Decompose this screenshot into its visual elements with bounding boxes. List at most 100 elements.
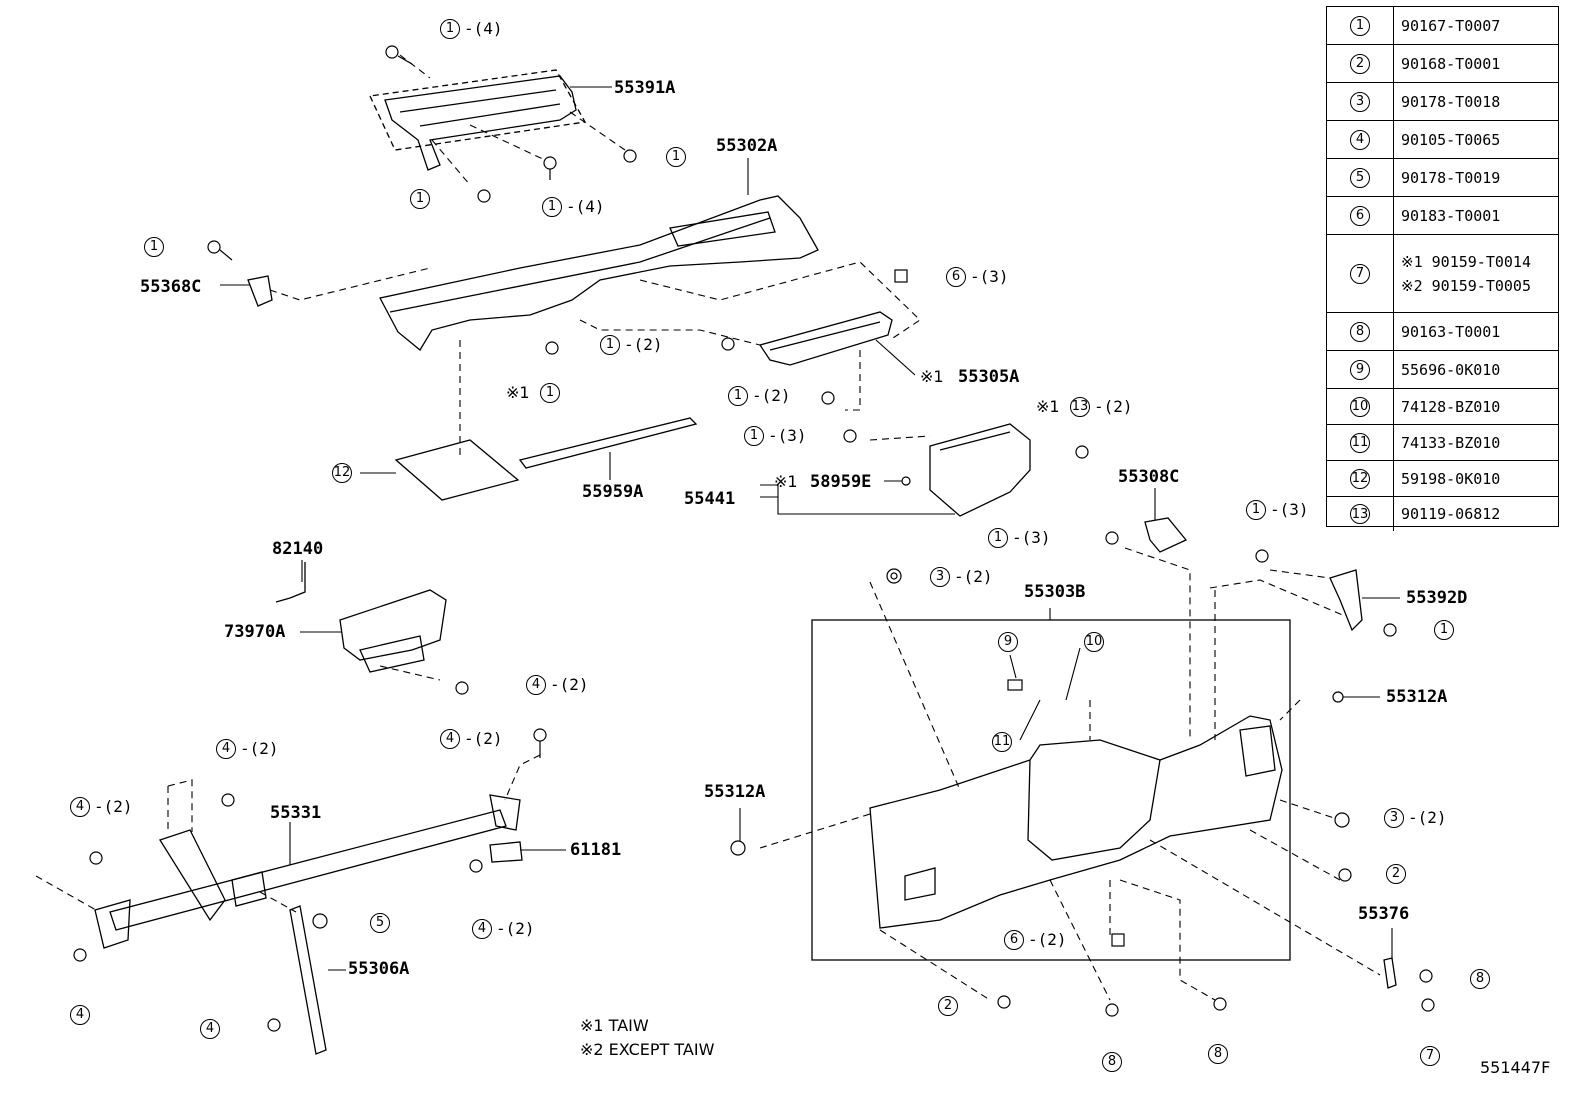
legend-row: 5 90178-T0019 (1327, 159, 1558, 197)
legend-ref-circle: 7 (1350, 263, 1370, 284)
bolt (207, 240, 233, 261)
legend-ref-circle: 10 (1350, 396, 1370, 417)
mark-x1-ref13: ※1 (1036, 397, 1060, 416)
legend-part-number: 90168-T0001 (1401, 54, 1501, 73)
bolt (821, 391, 835, 405)
part-55959A-strip (518, 417, 698, 469)
legend-ref-circle: 5 (1350, 167, 1370, 188)
legend-row: 11 74133-BZ010 (1327, 425, 1558, 461)
ref-1-55368C: 1 (144, 237, 164, 257)
legend-part-number: 90178-T0018 (1401, 92, 1501, 111)
bolt (477, 189, 491, 203)
ref-11: 11 (992, 732, 1012, 752)
legend-ref-number: 12 (1327, 461, 1394, 496)
footnote-except-taiw: ※2 EXCEPT TAIW (580, 1040, 715, 1059)
legend-part-number: 90163-T0001 (1401, 322, 1501, 341)
legend-part-numbers: 74128-BZ010 (1401, 389, 1500, 424)
legend-part-number: 90183-T0001 (1401, 206, 1501, 225)
bolt (1075, 445, 1089, 459)
bolt (997, 995, 1011, 1009)
bolt (1332, 691, 1344, 703)
legend-row: 2 90168-T0001 (1327, 45, 1558, 83)
legend-ref-number: 13 (1327, 497, 1394, 531)
label-55303B: 55303B (1024, 582, 1086, 602)
ref-1-3-b: 1-(3) (988, 528, 1051, 548)
legend-ref-number: 5 (1327, 159, 1394, 196)
bolt (1105, 531, 1119, 545)
part-55441-glovebox (929, 423, 1031, 517)
legend-ref-circle: 8 (1350, 321, 1370, 342)
part-55392D-bracket (1329, 569, 1363, 632)
ref-12: 12 (332, 463, 352, 483)
legend-row: 3 90178-T0018 (1327, 83, 1558, 121)
mark-x1-55305A: ※1 (920, 367, 944, 386)
legend-part-number: ※2 90159-T0005 (1401, 276, 1531, 295)
label-55368C: 55368C (140, 277, 202, 297)
ref-4-2-top: 4-(2) (526, 675, 589, 695)
part-55303B-lowerpanel (869, 715, 1283, 929)
ref-4-bracket: 4 (200, 1019, 220, 1039)
ref-4-2-left1: 4-(2) (216, 739, 279, 759)
legend-row: 6 90183-T0001 (1327, 197, 1558, 235)
legend-part-numbers: 90183-T0001 (1401, 197, 1500, 234)
legend-part-number: ※1 90159-T0014 (1401, 252, 1531, 271)
clip (894, 269, 908, 283)
nut (886, 568, 902, 584)
ref-3-2-a: 3-(2) (930, 567, 993, 587)
ref-6-3: 6-(3) (946, 267, 1009, 287)
part-55305A-bracket (758, 311, 893, 366)
legend-ref-number: 1 (1327, 7, 1394, 44)
part-55376-bracket (1383, 957, 1397, 989)
bolt (221, 793, 235, 807)
clip (1007, 679, 1023, 691)
bolt (455, 681, 469, 695)
legend-ref-number: 6 (1327, 197, 1394, 234)
label-55302A: 55302A (716, 136, 778, 156)
ref-9: 9 (998, 632, 1018, 652)
ref-3-2-b: 3-(2) (1384, 808, 1447, 828)
ref-1-55392D: 1 (1434, 620, 1454, 640)
legend-part-numbers: 90163-T0001 (1401, 313, 1500, 350)
legend-ref-circle: 11 (1350, 432, 1370, 453)
ref-1-2-b: 1-(2) (728, 386, 791, 406)
legend-ref-circle: 3 (1350, 91, 1370, 112)
legend-ref-circle: 6 (1350, 205, 1370, 226)
legend-ref-circle: 12 (1350, 468, 1370, 489)
label-55331: 55331 (270, 803, 322, 823)
part-55306A-brace (289, 905, 327, 1055)
part-12-pad (394, 439, 520, 501)
ref-8-b: 8 (1208, 1044, 1228, 1064)
legend-part-number: 59198-0K010 (1401, 469, 1501, 488)
legend-ref-number: 3 (1327, 83, 1394, 120)
nut (1334, 812, 1350, 828)
label-82140: 82140 (272, 539, 324, 559)
legend-ref-circle: 2 (1350, 53, 1370, 74)
ref-1-4-top: 1-(4) (440, 19, 503, 39)
legend-part-numbers: 90178-T0019 (1401, 159, 1500, 196)
bolt (267, 1018, 281, 1032)
bolt (721, 337, 735, 351)
ref-4-bottom: 4 (70, 1005, 90, 1025)
ref-5: 5 (370, 913, 390, 933)
legend-part-number: 74133-BZ010 (1401, 433, 1501, 452)
legend-part-number: 90178-T0019 (1401, 168, 1501, 187)
legend-part-numbers: 90167-T0007 (1401, 7, 1500, 44)
part-55391A-bracket (369, 69, 587, 171)
legend-ref-number: 8 (1327, 313, 1394, 350)
legend-ref-number: 10 (1327, 389, 1394, 424)
label-55391A: 55391A (614, 78, 676, 98)
part-82140-connector (275, 562, 306, 603)
legend-row: 8 90163-T0001 (1327, 313, 1558, 351)
bolt (1255, 549, 1269, 563)
bolt (1421, 998, 1435, 1012)
part-55302A-panel (379, 195, 819, 351)
legend-part-numbers: 90119-06812 (1401, 497, 1500, 531)
label-55312A-right: 55312A (1386, 687, 1448, 707)
label-55308C: 55308C (1118, 467, 1180, 487)
ref-4-2-left2: 4-(2) (70, 797, 133, 817)
label-55376: 55376 (1358, 904, 1410, 924)
